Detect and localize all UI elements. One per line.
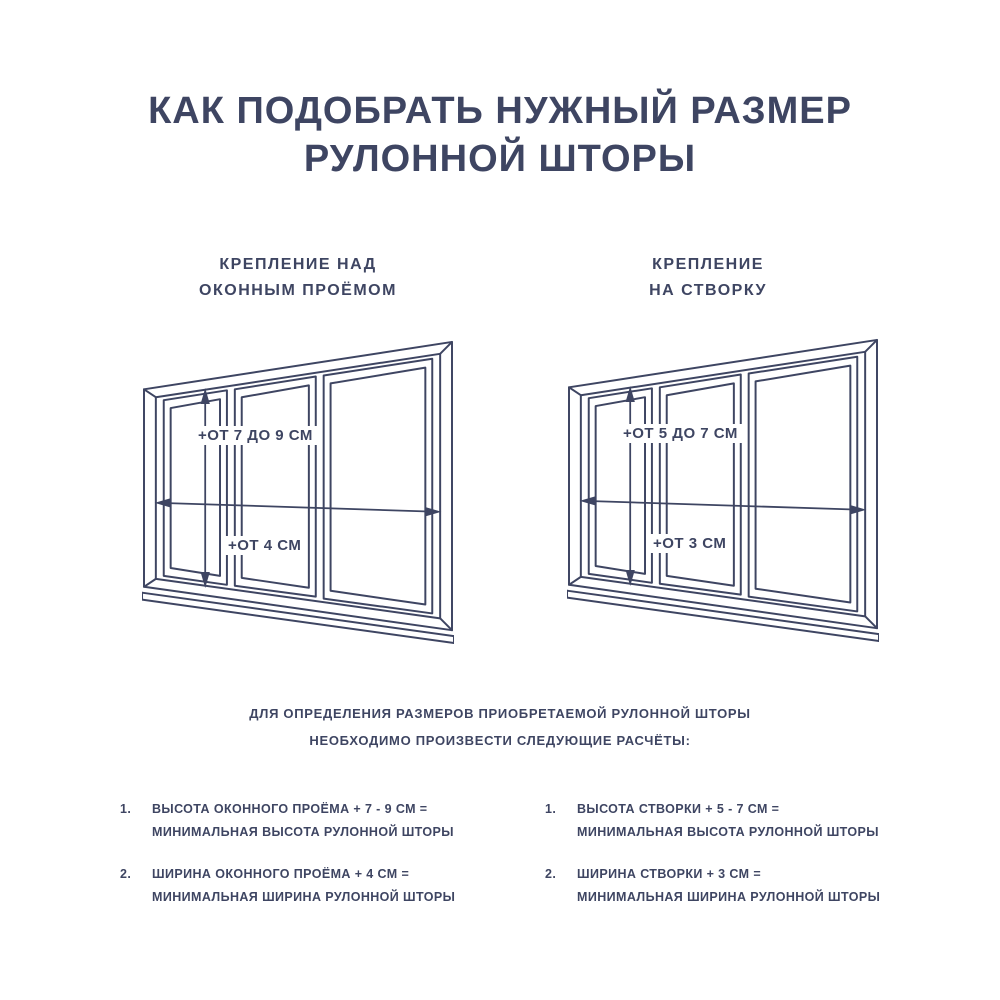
height-allowance-label-right: +ОТ 5 ДО 7 СМ — [619, 424, 742, 443]
item-text: ВЫСОТА СТВОРКИ + 5 - 7 СМ = МИНИМАЛЬНАЯ … — [577, 798, 879, 843]
item-text-line2: МИНИМАЛЬНАЯ ШИРИНА РУЛОННОЙ ШТОРЫ — [152, 889, 456, 904]
item-number: 2. — [120, 867, 132, 881]
item-text: ШИРИНА СТВОРКИ + 3 СМ = МИНИМАЛЬНАЯ ШИРИ… — [577, 863, 880, 908]
window-diagram-above-opening: +ОТ 7 ДО 9 СМ +ОТ 4 СМ — [142, 338, 454, 646]
measurement-arrows — [579, 386, 867, 586]
instructions-line1: ДЛЯ ОПРЕДЕЛЕНИЯ РАЗМЕРОВ ПРИОБРЕТАЕМОЙ Р… — [249, 706, 751, 721]
subtitle-mount-above-opening: КРЕПЛЕНИЕ НАД ОКОННЫМ ПРОЁМОМ — [138, 252, 458, 303]
measurement-arrows — [154, 388, 442, 588]
subtitle-left-line1: КРЕПЛЕНИЕ НАД — [219, 256, 377, 273]
width-allowance-label-right: +ОТ 3 СМ — [649, 534, 731, 553]
item-text: ШИРИНА ОКОННОГО ПРОЁМА + 4 СМ = МИНИМАЛЬ… — [152, 863, 455, 908]
subtitle-right-line2: НА СТВОРКУ — [649, 281, 767, 299]
calc-list-above-opening: 1. ВЫСОТА ОКОННОГО ПРОЁМА + 7 - 9 СМ = М… — [120, 798, 490, 928]
list-item: 1. ВЫСОТА СТВОРКИ + 5 - 7 СМ = МИНИМАЛЬН… — [545, 798, 915, 843]
item-number: 1. — [545, 802, 557, 816]
item-text-line2: МИНИМАЛЬНАЯ ВЫСОТА РУЛОННОЙ ШТОРЫ — [577, 824, 879, 839]
list-item: 2. ШИРИНА СТВОРКИ + 3 СМ = МИНИМАЛЬНАЯ Ш… — [545, 863, 915, 908]
item-text-line2: МИНИМАЛЬНАЯ ШИРИНА РУЛОННОЙ ШТОРЫ — [577, 889, 881, 904]
width-arrow — [584, 499, 862, 511]
height-allowance-label-left: +ОТ 7 ДО 9 СМ — [194, 426, 317, 445]
list-item: 1. ВЫСОТА ОКОННОГО ПРОЁМА + 7 - 9 СМ = М… — [120, 798, 490, 843]
list-item: 2. ШИРИНА ОКОННОГО ПРОЁМА + 4 СМ = МИНИМ… — [120, 863, 490, 908]
width-arrow — [159, 501, 437, 513]
page-title: КАК ПОДОБРАТЬ НУЖНЫЙ РАЗМЕР РУЛОННОЙ ШТО… — [0, 88, 1000, 183]
subtitle-left-line2: ОКОННЫМ ПРОЁМОМ — [199, 281, 397, 299]
window-diagram-on-sash: +ОТ 5 ДО 7 СМ +ОТ 3 СМ — [567, 336, 879, 644]
perspective-window-drawing — [567, 338, 879, 643]
item-number: 1. — [120, 802, 132, 816]
item-text-line1: ШИРИНА ОКОННОГО ПРОЁМА + 4 СМ = — [152, 867, 410, 881]
page-title-line2: РУЛОННОЙ ШТОРЫ — [303, 137, 697, 180]
perspective-window-drawing — [142, 340, 454, 645]
subtitle-right-line1: КРЕПЛЕНИЕ — [652, 256, 764, 273]
item-text: ВЫСОТА ОКОННОГО ПРОЁМА + 7 - 9 СМ = МИНИ… — [152, 798, 454, 843]
item-text-line2: МИНИМАЛЬНАЯ ВЫСОТА РУЛОННОЙ ШТОРЫ — [152, 824, 454, 839]
item-text-line1: ВЫСОТА СТВОРКИ + 5 - 7 СМ = — [577, 802, 780, 816]
calc-list-on-sash: 1. ВЫСОТА СТВОРКИ + 5 - 7 СМ = МИНИМАЛЬН… — [545, 798, 915, 928]
page-title-line1: КАК ПОДОБРАТЬ НУЖНЫЙ РАЗМЕР — [148, 90, 852, 132]
width-allowance-label-left: +ОТ 4 СМ — [224, 536, 306, 555]
instructions-line2: НЕОБХОДИМО ПРОИЗВЕСТИ СЛЕДУЮЩИЕ РАСЧЁТЫ: — [309, 733, 691, 749]
subtitle-mount-on-sash: КРЕПЛЕНИЕ НА СТВОРКУ — [548, 252, 868, 303]
item-number: 2. — [545, 867, 557, 881]
item-text-line1: ВЫСОТА ОКОННОГО ПРОЁМА + 7 - 9 СМ = — [152, 802, 428, 816]
instructions-text: ДЛЯ ОПРЕДЕЛЕНИЯ РАЗМЕРОВ ПРИОБРЕТАЕМОЙ Р… — [0, 700, 1000, 755]
item-text-line1: ШИРИНА СТВОРКИ + 3 СМ = — [577, 867, 762, 881]
